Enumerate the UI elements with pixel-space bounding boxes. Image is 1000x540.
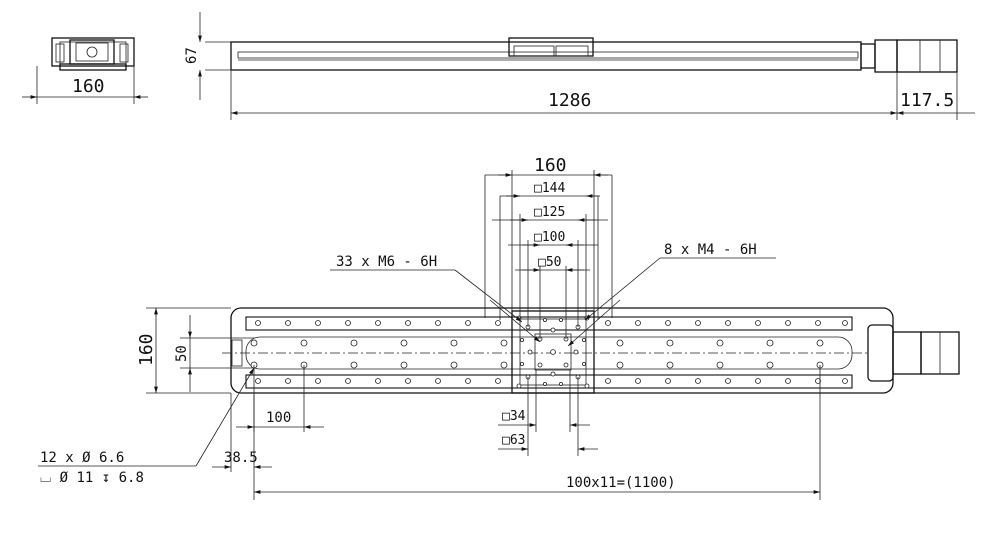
sq100-dim: □100	[534, 230, 565, 245]
motor-length-dim: 117.5	[900, 90, 954, 111]
sq144-dim: □144	[534, 181, 565, 196]
hole-span-dim: 50	[174, 345, 190, 362]
offset-dim: 38.5	[224, 450, 258, 466]
total-pitch-dim: 100x11=(1100)	[566, 475, 676, 491]
pitch-dim: 100	[266, 410, 291, 426]
m4-callout: 8 x M4 - 6H	[664, 242, 757, 258]
plan-view: 160 □144 □125 □100 □50 33 x M6 - 6H 8 x …	[38, 155, 960, 500]
counterbore-callout: ⌴ Ø 11 ↧ 6.8	[40, 470, 144, 486]
end-view: 160	[22, 37, 148, 104]
sq63-dim: □63	[502, 433, 525, 448]
sq50-dim: □50	[538, 255, 561, 270]
end-width-dim: 160	[72, 76, 105, 97]
carriage-width-dim: 160	[534, 155, 567, 176]
height-dim: 67	[184, 47, 200, 64]
m6-callout: 33 x M6 - 6H	[336, 254, 437, 270]
mount-holes	[250, 339, 824, 369]
sq34-dim: □34	[502, 409, 526, 424]
mount-holes-callout: 12 x Ø 6.6	[40, 450, 124, 466]
side-view: 67 1286 117.5	[184, 12, 975, 120]
rail-holes	[255, 320, 848, 384]
sq125-dim: □125	[534, 205, 565, 220]
base-width-dim: 160	[136, 333, 157, 366]
length-dim: 1286	[548, 90, 591, 111]
